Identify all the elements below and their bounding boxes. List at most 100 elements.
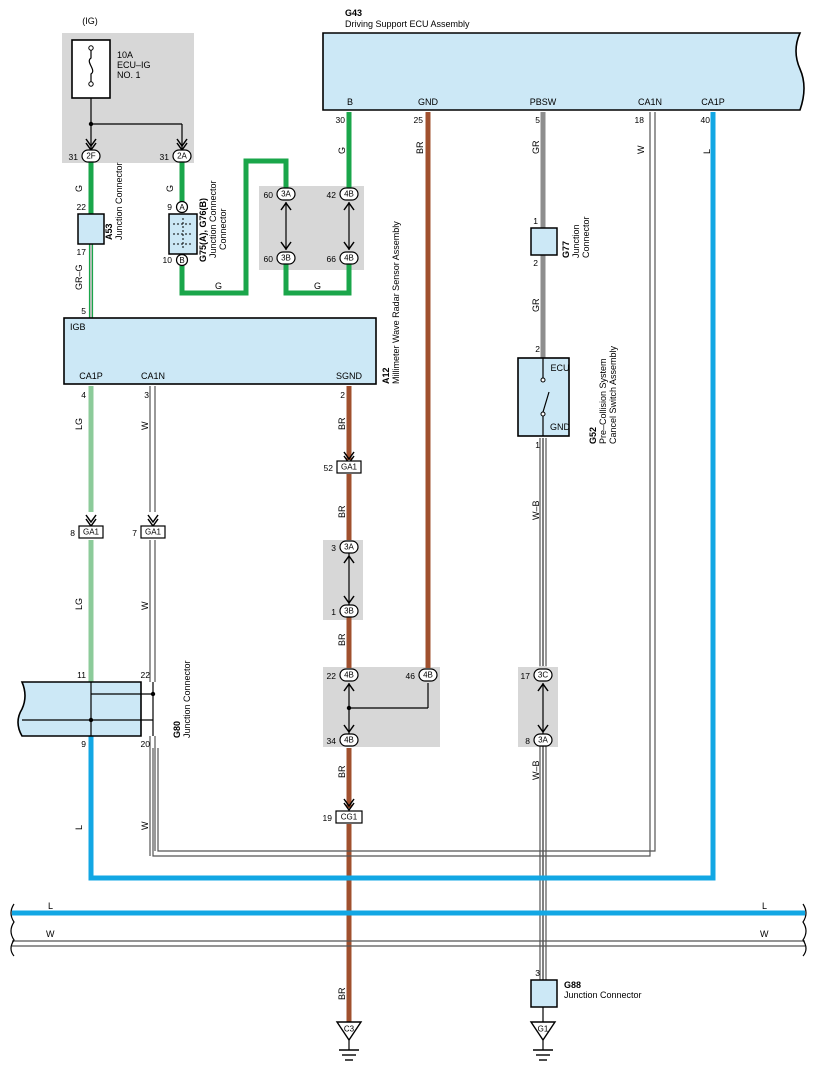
radar-terminal-igb: IGB (70, 322, 86, 332)
connector-g75-a (175, 200, 189, 214)
svg-text:CG1: CG1 (341, 813, 358, 822)
wire-label: LG (74, 418, 84, 430)
connector-arrow-icon (343, 798, 355, 812)
svg-text:34: 34 (327, 736, 337, 746)
connector-arrow-icon (537, 724, 549, 734)
svg-text:1: 1 (331, 607, 336, 617)
wire-label: GR–G (74, 264, 84, 290)
svg-text:GA1: GA1 (341, 463, 358, 472)
svg-text:Millimeter Wave Radar Sensor A: Millimeter Wave Radar Sensor Assembly (391, 221, 401, 384)
svg-text:Connector: Connector (218, 208, 228, 250)
switch-contact (542, 391, 550, 413)
svg-text:17: 17 (521, 671, 531, 681)
wire-w-ca1n (152, 112, 651, 857)
ecu-terminal-ca1p: CA1P (701, 97, 725, 107)
connector-arrow-icon (343, 554, 355, 564)
connector-arrow-icon (343, 682, 355, 692)
wire-label: GR (531, 298, 541, 312)
connector-4b-lower (339, 251, 359, 265)
ecu-pin-ca1n: 18 (635, 115, 645, 125)
connector-3a-wb (533, 733, 553, 747)
ecu-terminal-ca1n: CA1N (638, 97, 662, 107)
svg-text:A12: A12 (381, 367, 391, 384)
fuse-symbol (71, 39, 111, 99)
svg-text:60: 60 (264, 254, 274, 264)
wire-label: G (337, 147, 347, 154)
wire-label: W–B (531, 500, 541, 520)
connector-2a (172, 149, 192, 163)
svg-text:19: 19 (323, 813, 333, 823)
svg-text:A53: A53 (104, 223, 114, 240)
wire-label: L (74, 825, 84, 830)
fuse-element (88, 48, 94, 84)
svg-text:Junction Connector: Junction Connector (182, 660, 192, 738)
ecu-pin-pbsw: 5 (535, 115, 540, 125)
wire-label: G (165, 185, 175, 192)
svg-text:60: 60 (264, 190, 274, 200)
ecu-pin-ca1p: 40 (701, 115, 711, 125)
svg-text:9: 9 (167, 202, 172, 212)
connector-4b-22 (339, 668, 359, 682)
svg-text:66: 66 (327, 254, 337, 264)
svg-text:1: 1 (533, 216, 538, 226)
wire-label: W (140, 821, 150, 830)
connector-arrow-icon (343, 595, 355, 605)
connector-arrow-icon (343, 201, 355, 211)
radar-terminal-ca1n: CA1N (141, 371, 165, 381)
svg-text:22: 22 (141, 670, 151, 680)
connector-3a-upper (276, 187, 296, 201)
connector-arrow-icon (280, 241, 292, 251)
svg-text:22: 22 (77, 202, 87, 212)
ecu-name: Driving Support ECU Assembly (345, 19, 470, 29)
svg-text:GA1: GA1 (83, 528, 100, 537)
svg-text:3A: 3A (344, 543, 354, 552)
connector-arrow-icon (343, 241, 355, 251)
svg-text:8: 8 (525, 736, 530, 746)
bus-break-right (802, 903, 807, 957)
wire-label: W (140, 601, 150, 610)
svg-text:4B: 4B (344, 254, 354, 263)
svg-text:22: 22 (327, 671, 337, 681)
ecu-g43-box (322, 32, 805, 111)
wire-label: W–B (531, 760, 541, 780)
svg-text:2F: 2F (86, 152, 95, 161)
svg-text:4B: 4B (344, 736, 354, 745)
junction-g77 (530, 227, 558, 256)
svg-text:8: 8 (70, 528, 75, 538)
wire-label: L (762, 901, 767, 911)
svg-text:Pre–Collision System: Pre–Collision System (598, 358, 608, 444)
connector-3c (533, 668, 553, 682)
svg-text:2: 2 (340, 390, 345, 400)
ground-c3-icon (335, 1021, 363, 1042)
svg-text:G77: G77 (561, 241, 571, 258)
wire-label: LG (74, 598, 84, 610)
svg-text:G1: G1 (538, 1025, 549, 1034)
svg-text:B: B (179, 256, 184, 265)
svg-text:1: 1 (535, 440, 540, 450)
junction-g80 (17, 681, 142, 737)
fuse-ig-label: (IG) (82, 16, 98, 26)
svg-text:9: 9 (81, 739, 86, 749)
fuse-number: NO. 1 (117, 70, 141, 80)
svg-text:2A: 2A (177, 152, 187, 161)
svg-text:G52: G52 (588, 427, 598, 444)
connector-arrow-icon (537, 682, 549, 692)
wire-g-loop (179, 158, 289, 296)
connector-cg1 (335, 810, 363, 824)
wire-label: BR (337, 633, 347, 646)
svg-text:31: 31 (69, 152, 79, 162)
svg-text:A: A (179, 203, 185, 212)
svg-text:3: 3 (535, 968, 540, 978)
svg-text:4: 4 (81, 390, 86, 400)
svg-text:5: 5 (81, 306, 86, 316)
svg-text:17: 17 (77, 247, 87, 257)
wire-label: BR (337, 417, 347, 430)
svg-text:Cancel Switch Assembly: Cancel Switch Assembly (608, 345, 618, 444)
connector-arrow-icon (343, 724, 355, 734)
svg-text:7: 7 (132, 528, 137, 538)
svg-text:3A: 3A (281, 190, 291, 199)
wire-label: BR (415, 141, 425, 154)
wire-label: BR (337, 765, 347, 778)
connector-3b-lower (339, 604, 359, 618)
svg-text:3C: 3C (538, 671, 548, 680)
